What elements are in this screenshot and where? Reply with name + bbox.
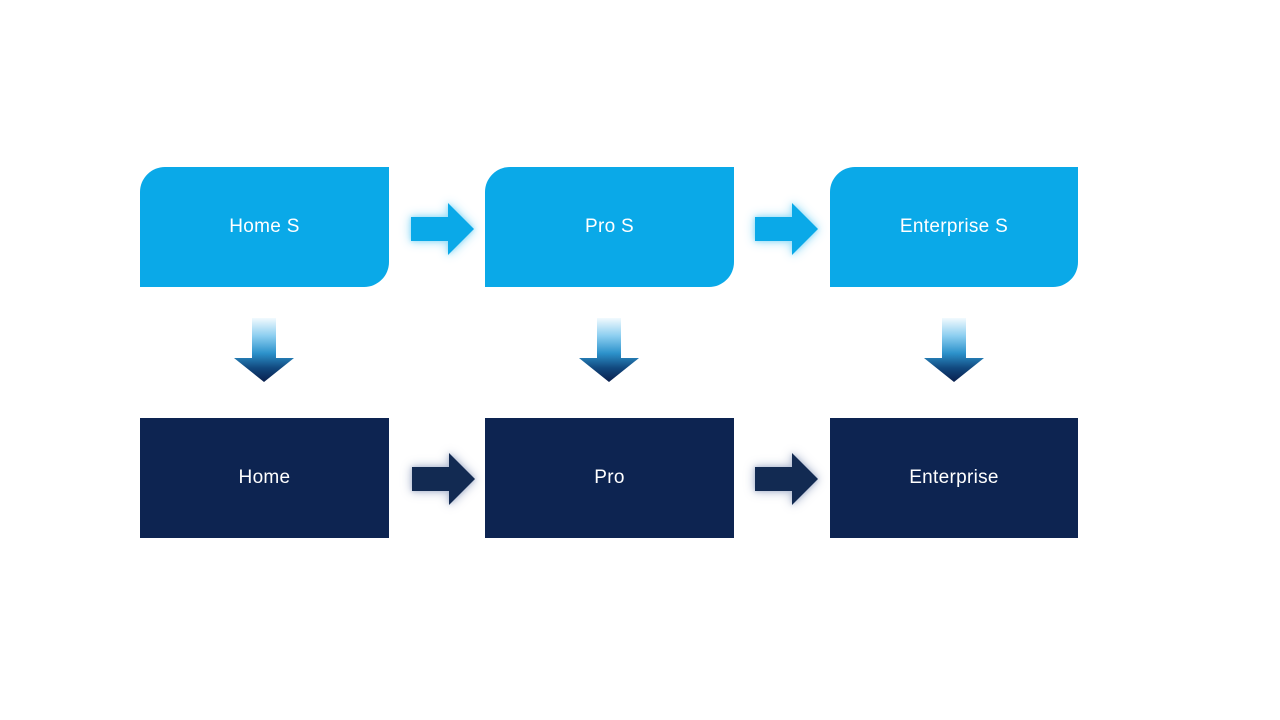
node-home-s-label: Home S xyxy=(229,216,300,237)
down-arrow-icon xyxy=(234,318,294,382)
node-pro-s: Pro S xyxy=(485,167,734,287)
node-pro-s-label: Pro S xyxy=(584,216,635,237)
right-arrow-icon xyxy=(411,203,474,255)
down-arrow-icon xyxy=(579,318,639,382)
node-home: Home xyxy=(140,418,389,538)
node-pro-label: Pro xyxy=(594,467,625,488)
node-enterprise-s: Enterprise S xyxy=(830,167,1078,287)
right-arrow-icon xyxy=(412,453,475,505)
node-enterprise-s-label: Enterprise S xyxy=(899,216,1009,237)
node-enterprise: Enterprise xyxy=(830,418,1078,538)
node-enterprise-label: Enterprise xyxy=(909,467,999,488)
node-pro: Pro xyxy=(485,418,734,538)
right-arrow-icon xyxy=(755,203,818,255)
node-home-label: Home xyxy=(238,467,291,488)
node-home-s: Home S xyxy=(140,167,389,287)
down-arrow-icon xyxy=(924,318,984,382)
right-arrow-icon xyxy=(755,453,818,505)
